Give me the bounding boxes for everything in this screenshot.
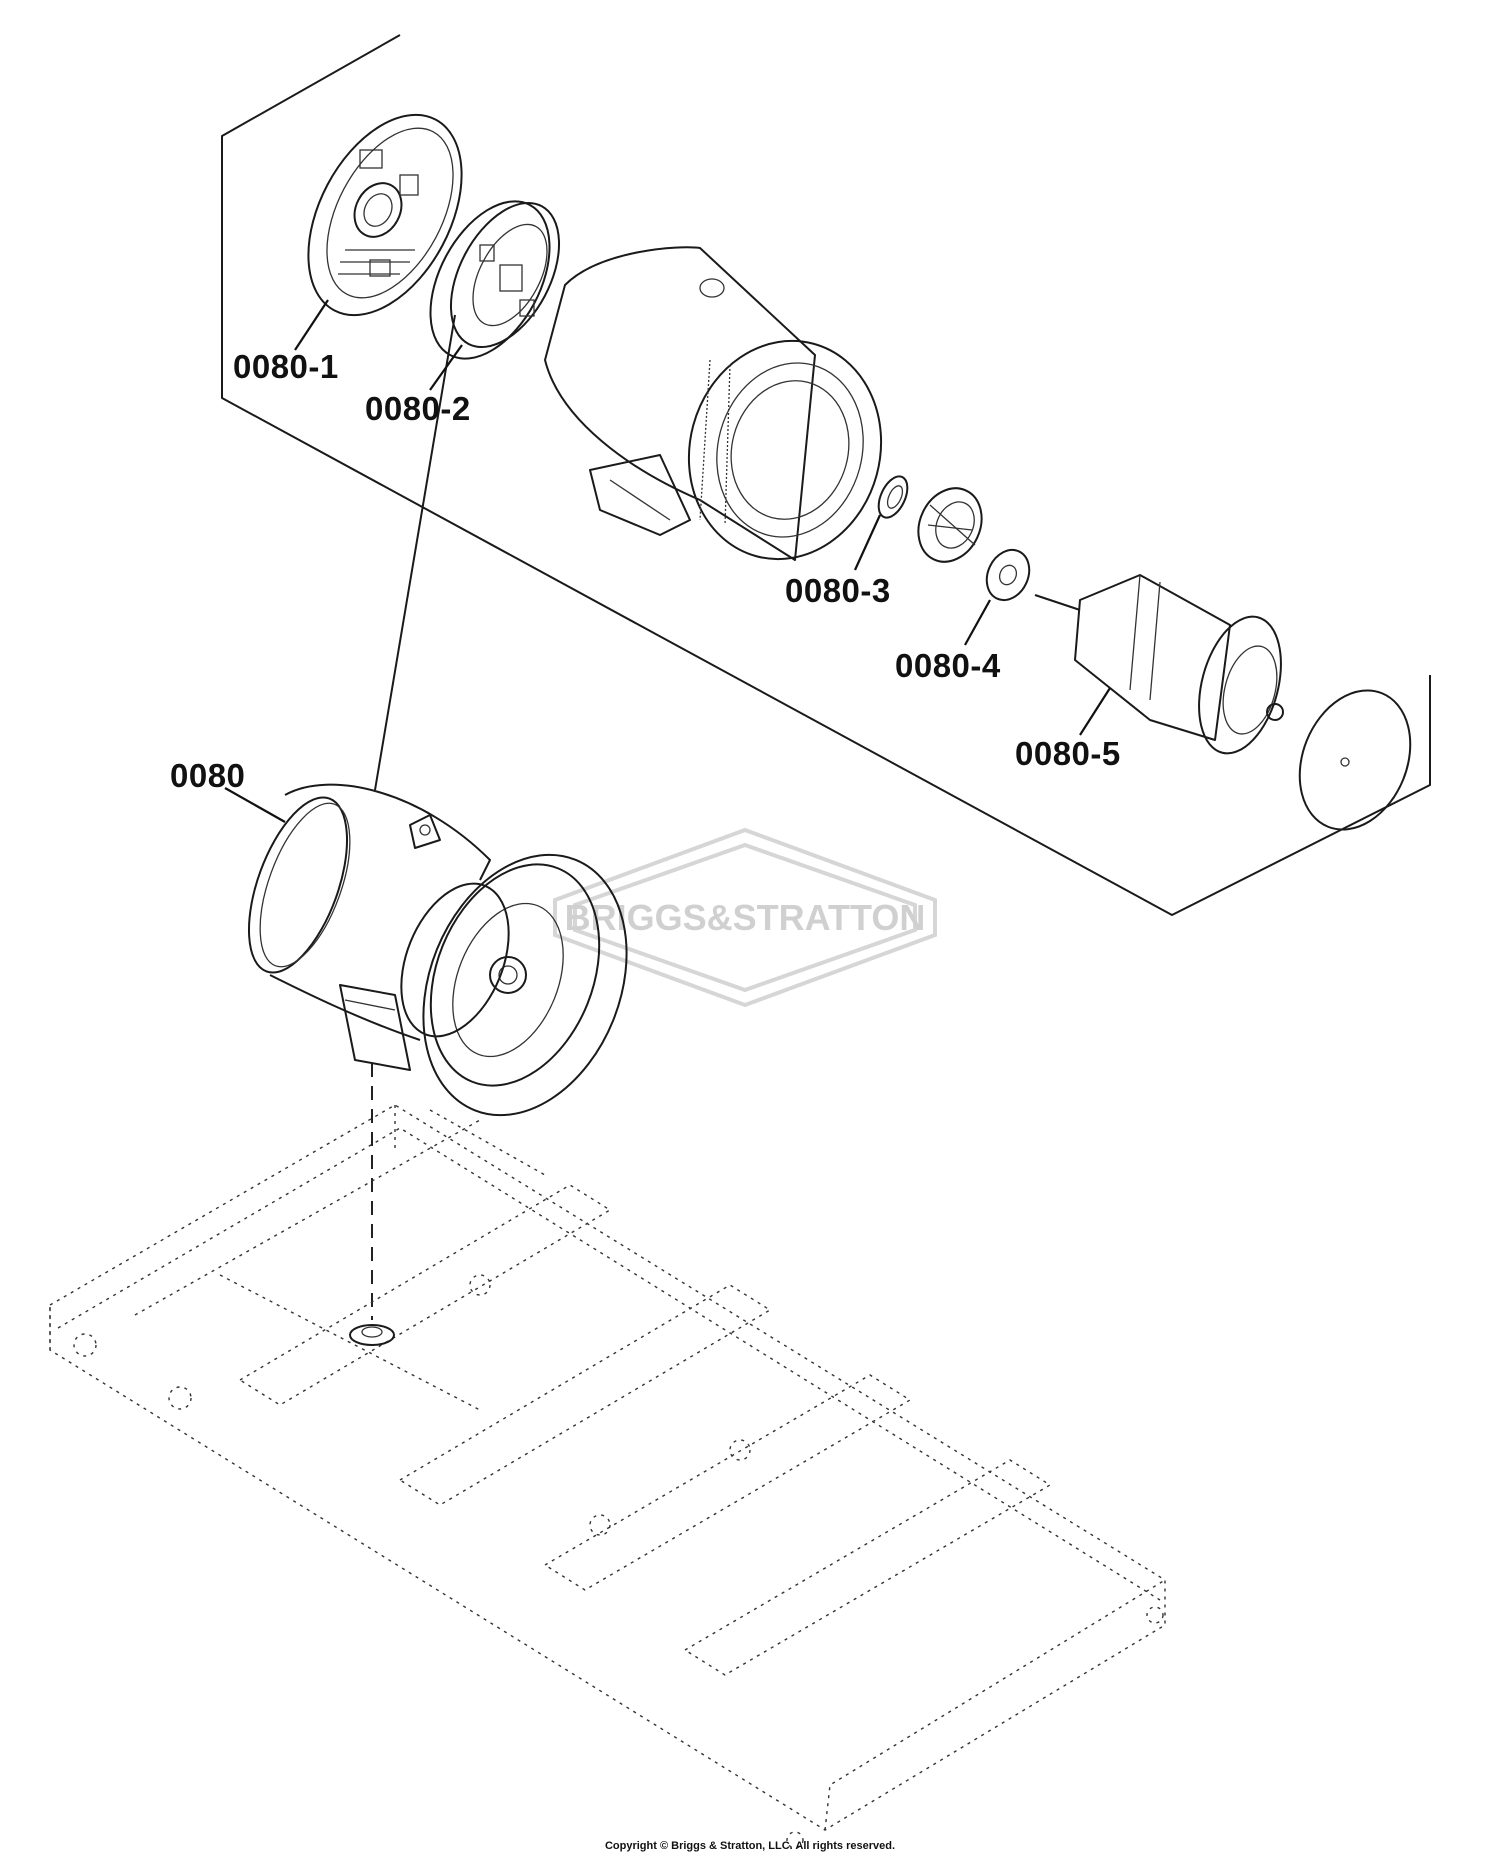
- part-label-0080-5: 0080-5: [1015, 735, 1121, 772]
- callout-0080: 0080: [170, 757, 286, 823]
- rotor-part: [1034, 574, 1412, 831]
- part-label-0080-3: 0080-3: [785, 572, 891, 609]
- callout-0080-3: 0080-3: [785, 514, 891, 609]
- callout-0080-5: 0080-5: [1015, 687, 1121, 772]
- part-label-0080-4: 0080-4: [895, 647, 1001, 684]
- callout-0080-1: 0080-1: [233, 299, 339, 385]
- brand-watermark: BRIGGS&STRATTON: [553, 827, 937, 1008]
- stator-housing-part: [544, 246, 883, 561]
- exploded-view-connector: [374, 314, 456, 791]
- exciter-stator-part: [429, 200, 561, 360]
- bearing-part: [877, 475, 909, 519]
- exploded-view-border: [221, 34, 1431, 916]
- exciter-rotor-part: [917, 487, 983, 563]
- callout-0080-4: 0080-4: [895, 599, 1001, 684]
- callout-0080-2: 0080-2: [365, 344, 471, 427]
- part-label-0080: 0080: [170, 757, 245, 794]
- copyright-notice: Copyright © Briggs & Stratton, LLC. All …: [604, 1840, 896, 1852]
- base-frame-part: [49, 1104, 1166, 1849]
- end-bracket-part: [307, 113, 463, 317]
- alternator-assembly-part: [247, 783, 628, 1117]
- rectifier-disc-part: [985, 548, 1031, 602]
- part-label-0080-1: 0080-1: [233, 348, 339, 385]
- part-label-0080-2: 0080-2: [365, 390, 471, 427]
- watermark-text: BRIGGS&STRATTON: [565, 897, 926, 938]
